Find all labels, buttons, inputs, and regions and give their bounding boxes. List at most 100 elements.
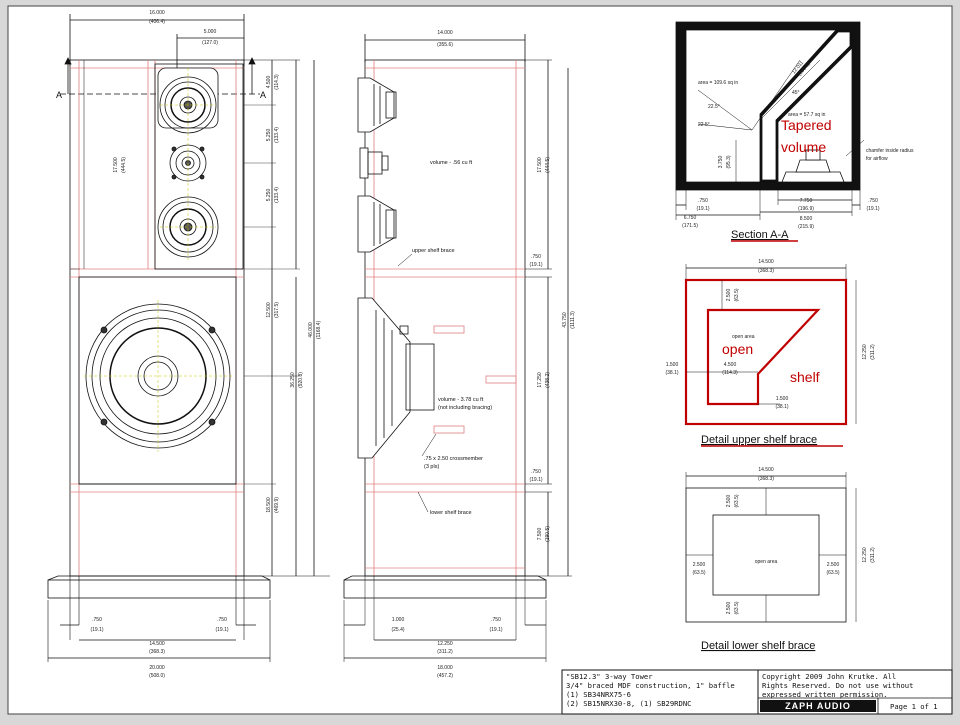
title-block: "SB12.3" 3-way Tower 3/4" braced MDF con…: [561, 669, 953, 715]
lower-brace-dim-right: 2.500: [827, 562, 840, 568]
section-dim-7750-mm: (196.9): [798, 206, 814, 212]
side-view-labels: 14.000 (355.6) volume - .56 cu ft upper …: [391, 30, 576, 679]
lower-brace-dim-left-mm: (63.5): [692, 570, 705, 576]
front-view: [47, 14, 330, 662]
side-dim-750-a-mm: (19.1): [529, 262, 542, 268]
section-angle-1: 22.5°: [708, 104, 720, 110]
section-dim-8500: 8.500: [800, 216, 813, 222]
section-dim-750-l: .750: [698, 198, 708, 204]
dim-bottom-height: 18.500: [266, 497, 272, 513]
upper-brace-dim-1500-b-mm: (38.1): [775, 404, 788, 410]
dim-upper-height: 17.500: [113, 157, 119, 173]
dim-woofer-center: 36.250: [290, 372, 296, 388]
section-aa-labels: area = 109.6 sq in area = 57.7 sq in 22.…: [682, 60, 914, 242]
annotation-volume: volume: [781, 139, 826, 155]
section-aa: [675, 21, 865, 220]
section-dim-6750: 6.750: [684, 215, 697, 221]
lower-brace-height: 12.250: [862, 547, 868, 563]
title-line-4: (2) SB15NRX30-8, (1) SB29RDNC: [566, 699, 692, 708]
side-tweeter: [359, 147, 389, 179]
upper-brace-dim-2500: 2.500: [726, 289, 732, 302]
crossmember-label-2: (3 pls): [424, 464, 439, 470]
side-dim-inner-depth: 12.250: [437, 641, 453, 647]
dim-5250-b: 5.250: [266, 189, 272, 202]
section-marker-right: A: [260, 90, 266, 100]
dim-plinth-width: 20.000: [149, 665, 165, 671]
dim-depth: 14.000: [437, 30, 453, 36]
lower-brace-height-mm: (311.2): [870, 547, 876, 563]
side-dim-750-c-mm: (19.1): [489, 627, 502, 633]
dim-side-left: .750: [92, 617, 102, 623]
section-dim-8500-mm: (215.9): [798, 224, 814, 230]
section-height-3750: 3.750: [718, 156, 724, 169]
section-angle-3: 45°: [792, 90, 800, 96]
section-area-bottom: area = 57.7 sq in: [788, 112, 826, 118]
side-woofer: [357, 297, 435, 459]
dim-4500-mm: (114.3): [274, 74, 280, 90]
dim-5250-a-mm: (133.4): [274, 127, 280, 143]
lower-brace-labels: 14.500 (368.3) 12.250 (311.2) 2.500 (63.…: [692, 467, 876, 652]
upper-brace-dim-4500: 4.500: [724, 362, 737, 368]
section-aa-title: Section A-A: [731, 229, 789, 241]
section-marker-left: A: [56, 90, 62, 100]
side-dim-plinth-depth: 18.000: [437, 665, 453, 671]
section-dim-7750: 7.750: [800, 198, 813, 204]
annotation-open: open: [722, 341, 753, 357]
lower-brace-width-mm: (368.3): [758, 476, 774, 482]
side-dim-750-b: .750: [531, 469, 541, 475]
dim-overall-width-mm: (406.4): [149, 19, 165, 25]
upper-brace-title: Detail upper shelf brace: [701, 434, 817, 446]
lower-volume-label-1: volume - 3.78 cu ft: [438, 397, 484, 403]
lower-volume-label-2: (not including bracing): [438, 405, 492, 411]
dim-overall-width: 16.000: [149, 10, 165, 16]
front-view-labels: 16.000 (406.4) 5.000 (127.0) A A 4.500 (…: [56, 10, 322, 679]
section-dim-750-r: .750: [868, 198, 878, 204]
section-chamfer-1: chamfer inside radius: [866, 148, 914, 154]
dim-side-right: .750: [217, 617, 227, 623]
annotation-shelf: shelf: [790, 369, 820, 385]
side-dim-1000: 1.000: [392, 617, 405, 623]
dim-depth-mm: (355.6): [437, 42, 453, 48]
side-dim-43750: 43.750: [562, 312, 568, 328]
crossmember-label-1: .75 x 2.50 crossmember: [424, 456, 483, 462]
lower-brace-dim-bottom-mm: (63.5): [734, 601, 740, 614]
dim-side-left-mm: (19.1): [90, 627, 103, 633]
lower-brace-title: Detail lower shelf brace: [701, 640, 815, 652]
dim-tweeter-offset: 5.000: [204, 29, 217, 35]
side-dim-750-b-mm: (19.1): [529, 477, 542, 483]
upper-shelf-brace-label: upper shelf brace: [412, 248, 455, 254]
upper-brace-dim-4500-mm: (114.3): [722, 370, 738, 376]
lower-shelf-brace-label: lower shelf brace: [430, 510, 472, 516]
side-midrange-top: [357, 77, 397, 133]
title-line-3: (1) SB34NRX75-6: [566, 690, 631, 699]
copyright-line-1: Copyright 2009 John Krutke. All: [762, 672, 896, 681]
brand-plate: [760, 700, 876, 712]
dim-total-height-mm: (1168.4): [316, 321, 322, 340]
lower-brace-width: 14.500: [758, 467, 774, 473]
lower-brace-dim-top: 2.500: [726, 495, 732, 508]
upper-brace-dim-1500-l: 1.500: [666, 362, 679, 368]
side-dim-750-c: .750: [491, 617, 501, 623]
side-dim-750-a: .750: [531, 254, 541, 260]
upper-brace-labels: 14.500 (368.3) 12.250 (311.2) 2.500 (63.…: [665, 259, 876, 447]
side-dim-17500-mm: (444.5): [545, 157, 551, 173]
dim-woofer-center-mm: (920.8): [298, 372, 304, 388]
side-dim-7500: 7.500: [537, 528, 543, 541]
lower-brace-dim-left: 2.500: [693, 562, 706, 568]
section-angle-2: 22.5°: [698, 122, 710, 128]
upper-brace-dim-1500-b: 1.500: [776, 396, 789, 402]
copyright-line-3: expressed written permission.: [762, 690, 888, 699]
upper-brace-detail: [684, 264, 857, 426]
dim-tweeter-offset-mm: (127.0): [202, 40, 218, 46]
upper-brace-open-area: open area: [732, 334, 755, 340]
dim-woofer-height-mm: (317.5): [274, 302, 280, 318]
lower-brace-dim-right-mm: (63.5): [826, 570, 839, 576]
side-midrange-bottom: [357, 195, 397, 253]
brand-logo: ZAPH AUDIO: [785, 701, 851, 711]
side-dim-plinth-depth-mm: (457.2): [437, 673, 453, 679]
side-dim-17250-mm: (438.2): [545, 372, 551, 388]
section-chamfer-2: for airflow: [866, 156, 888, 162]
dim-inner-width-mm: (368.3): [149, 649, 165, 655]
